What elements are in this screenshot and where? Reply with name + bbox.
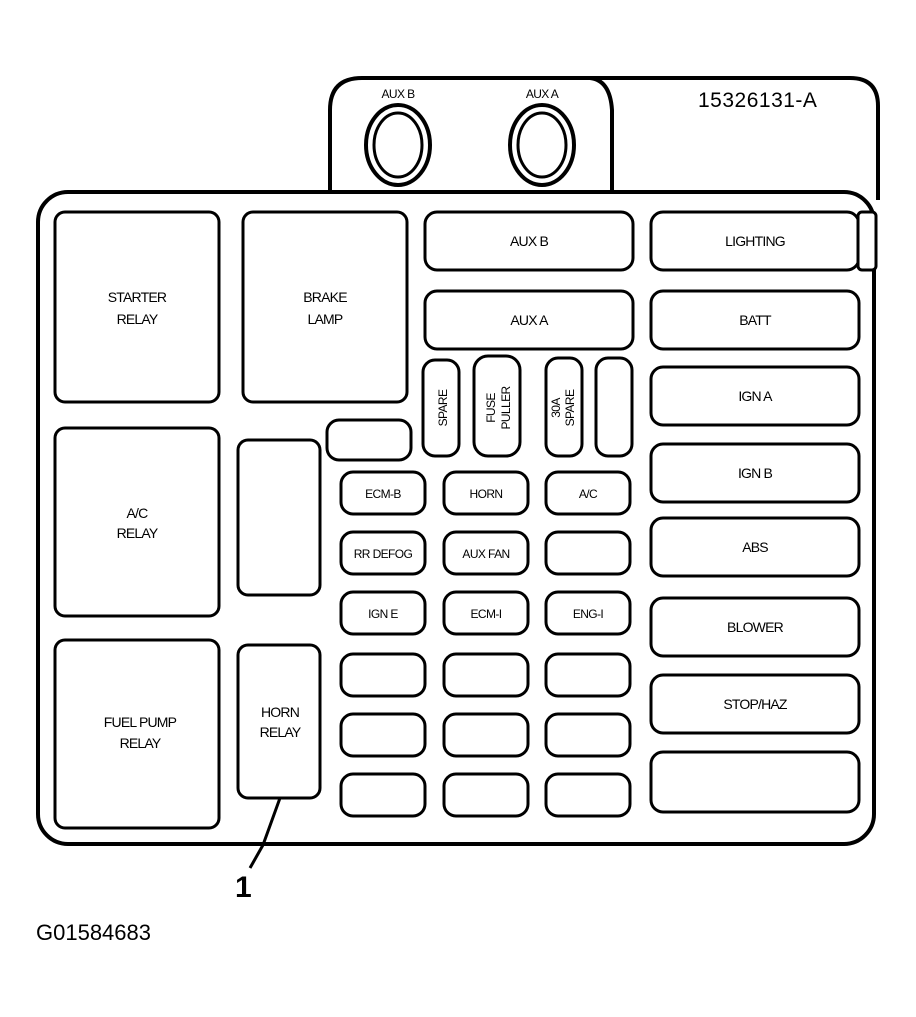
empty-mini-slot <box>544 530 632 576</box>
ign-e-label: IGN E <box>368 607 398 621</box>
ign-a-label: IGN A <box>738 388 773 404</box>
mini-fuse-aux-fan: AUX FAN <box>442 530 530 576</box>
ign-b-label: IGN B <box>738 465 773 481</box>
aux-fan-label: AUX FAN <box>462 547 509 561</box>
starter-relay-label-1: STARTER <box>108 289 167 305</box>
mini-fuse-rr-defog: RR DEFOG <box>339 530 427 576</box>
brake-lamp-label-1: BRAKE <box>303 289 347 305</box>
mini-fuse-ign-e: IGN E <box>339 590 427 636</box>
lighting-label: LIGHTING <box>725 233 785 249</box>
maxi-fuse-stop-haz: STOP/HAZ <box>649 673 861 735</box>
maxi-fuse-blower: BLOWER <box>649 596 861 658</box>
eng-i-label: ENG-I <box>573 607 604 621</box>
mini-fuse-ac: A/C <box>544 470 632 516</box>
ac-relay: A/C RELAY <box>53 426 221 618</box>
empty-vertical-slot <box>594 356 634 458</box>
maxi-fuse-aux-b-left: AUX B <box>423 210 635 272</box>
mini-fuse-eng-i: ENG-I <box>544 590 632 636</box>
maxi-fuse-lighting: LIGHTING <box>649 210 878 272</box>
fuse-puller-label-1: FUSE <box>484 393 498 423</box>
empty-mini-slot-top <box>325 418 413 462</box>
spare-30a-label-2: SPARE <box>563 389 577 426</box>
figure-id: G01584683 <box>36 920 151 945</box>
horn-fuse-label: HORN <box>470 487 503 501</box>
ac-relay-label-1: A/C <box>127 505 149 521</box>
maxi-fuse-abs: ABS <box>649 516 861 578</box>
mini-fuse-ecm-b: ECM-B <box>339 470 427 516</box>
empty-mini-slots <box>339 652 632 818</box>
fuel-pump-label-2: RELAY <box>120 735 162 751</box>
starter-relay-label-2: RELAY <box>117 311 159 327</box>
ac-fuse-label: A/C <box>579 487 598 501</box>
maxi-fuse-ign-b: IGN B <box>649 442 861 504</box>
terminal-stud-aux-b: AUX B <box>364 87 432 187</box>
spare-label: SPARE <box>436 389 450 426</box>
part-number: 15326131-A <box>698 89 817 112</box>
horn-relay-label-2: RELAY <box>260 724 302 740</box>
top-housing <box>328 76 880 200</box>
brake-lamp-relay: BRAKE LAMP <box>241 210 409 404</box>
brake-lamp-label-2: LAMP <box>308 311 343 327</box>
fuse-puller-label-2: PULLER <box>499 386 513 430</box>
callout-leader-line <box>248 797 282 869</box>
terminal-stud-aux-a: AUX A <box>508 87 576 187</box>
blower-label: BLOWER <box>727 619 784 635</box>
starter-relay: STARTER RELAY <box>53 210 221 404</box>
spare-30a-fuse: 30A SPARE <box>544 356 584 458</box>
mini-fuse-horn: HORN <box>442 470 530 516</box>
ecm-b-label: ECM-B <box>365 487 401 501</box>
abs-label: ABS <box>742 539 768 555</box>
terminal-label-aux-a: AUX A <box>526 87 559 101</box>
horn-relay: HORN RELAY <box>236 643 322 800</box>
spare-fuse: SPARE <box>421 358 461 458</box>
maxi-fuse-ign-a: IGN A <box>649 365 861 427</box>
spare-30a-label-1: 30A <box>549 398 563 418</box>
ecm-i-label: ECM-I <box>471 607 502 621</box>
fuse-puller: FUSE PULLER <box>472 354 522 458</box>
fuel-pump-relay: FUEL PUMP RELAY <box>53 638 221 830</box>
maxi-aux-b-label: AUX B <box>510 233 548 249</box>
callout-number: 1 <box>235 871 252 904</box>
batt-label: BATT <box>739 312 772 328</box>
empty-relay-slot <box>236 438 322 597</box>
ac-relay-label-2: RELAY <box>117 525 159 541</box>
terminal-label-aux-b: AUX B <box>381 87 415 101</box>
rr-defog-label: RR DEFOG <box>354 547 413 561</box>
empty-maxi-slot <box>649 750 861 814</box>
fuel-pump-label-1: FUEL PUMP <box>104 714 177 730</box>
maxi-fuse-batt: BATT <box>649 289 861 351</box>
horn-relay-label-1: HORN <box>261 704 299 720</box>
maxi-fuse-aux-a-left: AUX A <box>423 289 635 351</box>
mini-fuse-ecm-i: ECM-I <box>442 590 530 636</box>
maxi-aux-a-label: AUX A <box>510 312 549 328</box>
stop-haz-label: STOP/HAZ <box>723 696 788 712</box>
